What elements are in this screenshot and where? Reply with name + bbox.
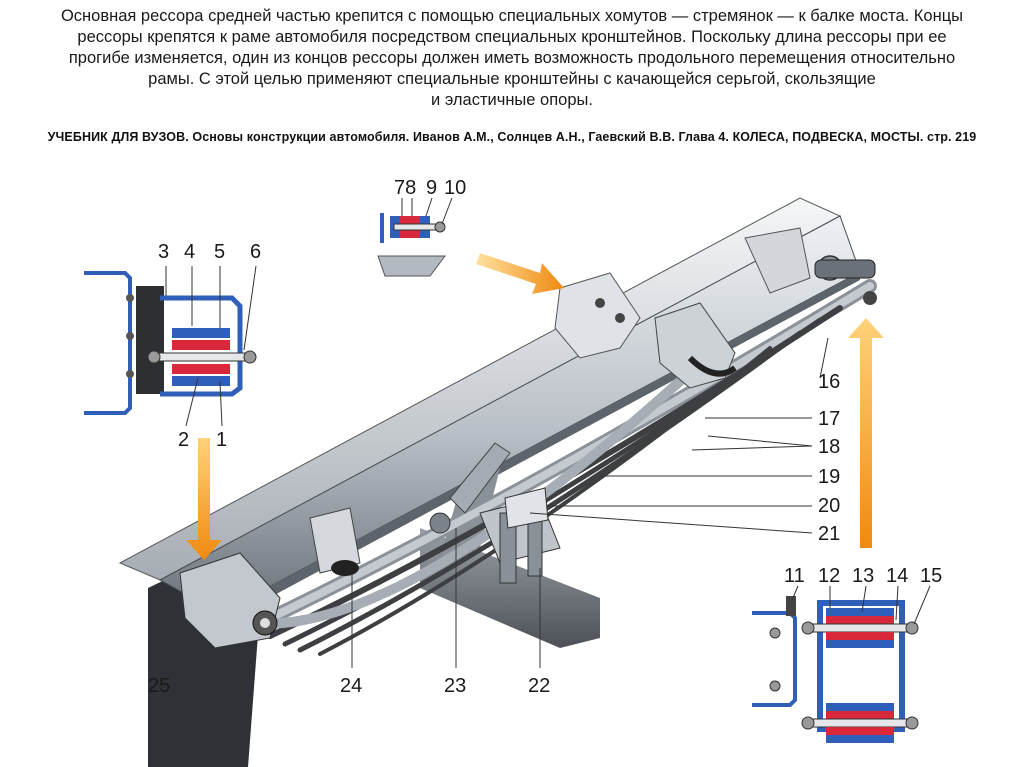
leaf-spring-diagram: 3 4 5 6 2 1 78 9 10 [84,177,942,767]
label-13: 13 [852,565,874,587]
inset-rear-leaders [791,585,931,625]
label-6: 6 [250,241,261,263]
caption-line-4: рамы. С этой целью применяют специальные… [148,70,876,88]
right-leaders [529,337,829,534]
inset-middle-bracket [377,213,446,277]
elastic-support [654,302,737,389]
caption-line-3: прогибе изменяется, один из концов рессо… [68,49,956,67]
label-5: 5 [214,241,225,263]
inset-middle-leaders [401,197,453,225]
label-4: 4 [184,241,195,263]
label-3: 3 [158,241,169,263]
label-18: 18 [818,436,840,458]
label-22: 22 [528,675,550,697]
label-9: 9 [426,177,437,199]
label-19: 19 [818,466,840,488]
u-bolt-clamp [479,487,561,584]
label-24: 24 [340,675,362,697]
label-11: 11 [784,565,805,587]
label-20: 20 [818,495,840,517]
frame-bracket-middle [554,272,641,359]
label-16: 16 [818,371,840,393]
inset-rear-shackle [752,596,919,743]
source-citation: УЧЕБНИК ДЛЯ ВУЗОВ. Основы конструкции ав… [47,130,977,144]
bump-stop [309,507,361,576]
label-23: 23 [444,675,466,697]
label-78: 78 [394,177,416,199]
caption-line-1: Основная рессора средней частью крепится… [60,7,964,25]
label-10: 10 [444,177,466,199]
label-14: 14 [886,565,908,587]
label-25: 25 [148,675,170,697]
caption-line-2: рессоры крепятся к раме автомобиля посре… [77,28,947,46]
inset-front-bracket [84,271,257,415]
front-bracket [179,552,281,649]
caption-text: Основная рессора средней частью крепится… [0,6,1024,111]
inset-front-labels [165,265,257,427]
label-12: 12 [818,565,840,587]
rear-shackle-bracket [744,227,877,305]
caption-line-5: и эластичные опоры. [431,91,593,109]
label-21: 21 [818,523,840,545]
bottom-leaders [159,528,541,668]
label-15: 15 [920,565,942,587]
label-1: 1 [216,429,227,451]
label-2: 2 [178,429,189,451]
indicator-arrows [186,253,884,560]
strut-23 [429,442,511,534]
label-17: 17 [818,408,840,430]
